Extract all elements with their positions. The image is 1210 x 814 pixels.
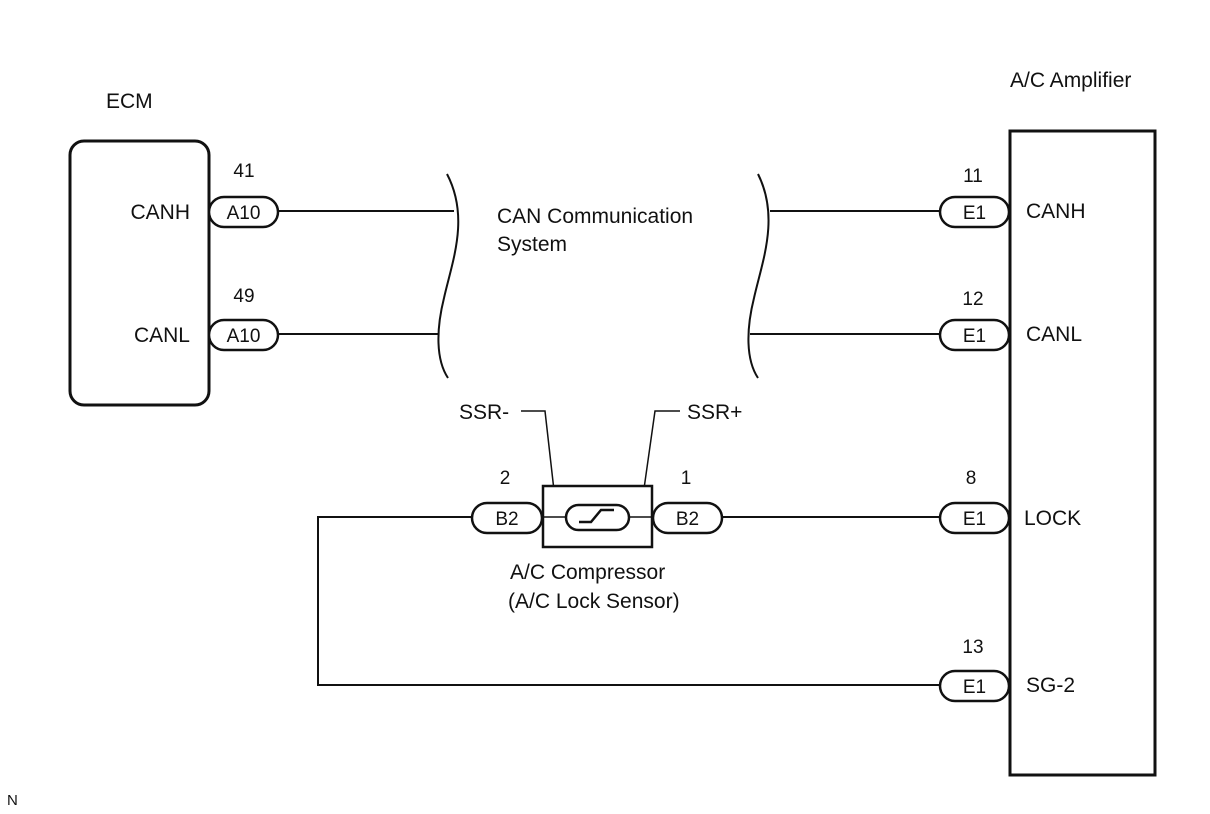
ecm-signal-canh: CANH bbox=[130, 201, 190, 224]
svg-text:E1: E1 bbox=[963, 509, 986, 530]
amp-pin-number-12: 12 bbox=[962, 289, 983, 310]
amp-pin-number-11: 11 bbox=[963, 166, 983, 187]
comp-connector-b2-pin2: B2 bbox=[470, 501, 544, 535]
ecm-pin-number-49: 49 bbox=[233, 286, 254, 307]
ecm-signal-canl: CANL bbox=[134, 324, 190, 347]
can-system-label-line2: System bbox=[497, 233, 567, 256]
wire-sg2 bbox=[317, 516, 940, 686]
svg-text:A10: A10 bbox=[227, 326, 261, 347]
amp-connector-e1-canh: E1 bbox=[938, 195, 1011, 229]
ecm-unit: ECM CANH CANL 41 A10 49 A10 bbox=[68, 90, 280, 407]
svg-text:B2: B2 bbox=[495, 509, 518, 530]
amp-connector-e1-canl: E1 bbox=[938, 318, 1011, 352]
svg-text:A10: A10 bbox=[227, 203, 261, 224]
corner-note: N bbox=[7, 792, 18, 809]
comp-pin-number-2: 2 bbox=[500, 468, 511, 489]
amp-pin-number-8: 8 bbox=[966, 468, 977, 489]
ecm-box bbox=[68, 139, 211, 407]
svg-text:B2: B2 bbox=[676, 509, 699, 530]
comp-connector-b2-pin1: B2 bbox=[651, 501, 724, 535]
amplifier-box bbox=[1008, 129, 1157, 777]
svg-text:E1: E1 bbox=[963, 203, 986, 224]
svg-text:E1: E1 bbox=[963, 677, 986, 698]
amplifier-unit: A/C Amplifier 11 E1 CANH 12 E1 CANL 8 E1… bbox=[938, 69, 1157, 777]
amp-signal-lock: LOCK bbox=[1024, 507, 1081, 530]
amp-signal-sg2: SG-2 bbox=[1026, 674, 1075, 697]
compressor-title-line2: (A/C Lock Sensor) bbox=[508, 590, 680, 613]
comp-pin-number-1: 1 bbox=[681, 468, 692, 489]
amp-signal-canl: CANL bbox=[1026, 323, 1082, 346]
amplifier-title: A/C Amplifier bbox=[1010, 69, 1131, 92]
ssr-plus-label: SSR+ bbox=[687, 401, 742, 424]
ssr-minus-leader bbox=[521, 410, 558, 518]
ecm-pin-number-41: 41 bbox=[233, 161, 254, 182]
can-break-marks bbox=[437, 173, 770, 379]
can-break-right bbox=[747, 173, 770, 379]
ecm-title: ECM bbox=[106, 90, 153, 113]
compressor-title-line1: A/C Compressor bbox=[510, 561, 665, 584]
svg-text:E1: E1 bbox=[963, 326, 986, 347]
ssr-minus-label: SSR- bbox=[459, 401, 509, 424]
ecm-connector-a10-canl: A10 bbox=[207, 318, 280, 352]
amp-signal-canh: CANH bbox=[1026, 200, 1086, 223]
amp-pin-number-13: 13 bbox=[962, 637, 983, 658]
can-break-left bbox=[437, 173, 460, 379]
compressor-unit: SSR- SSR+ 2 B2 1 B2 A/C Compressor (A/C … bbox=[459, 401, 742, 613]
amp-connector-e1-lock: E1 bbox=[938, 501, 1011, 535]
lock-sensor-coil-icon bbox=[564, 503, 631, 532]
amp-connector-e1-sg2: E1 bbox=[938, 669, 1011, 703]
can-system-label-line1: CAN Communication bbox=[497, 205, 693, 228]
wires bbox=[278, 210, 940, 686]
ssr-plus-leader bbox=[639, 410, 680, 518]
ecm-connector-a10-canh: A10 bbox=[207, 195, 280, 229]
